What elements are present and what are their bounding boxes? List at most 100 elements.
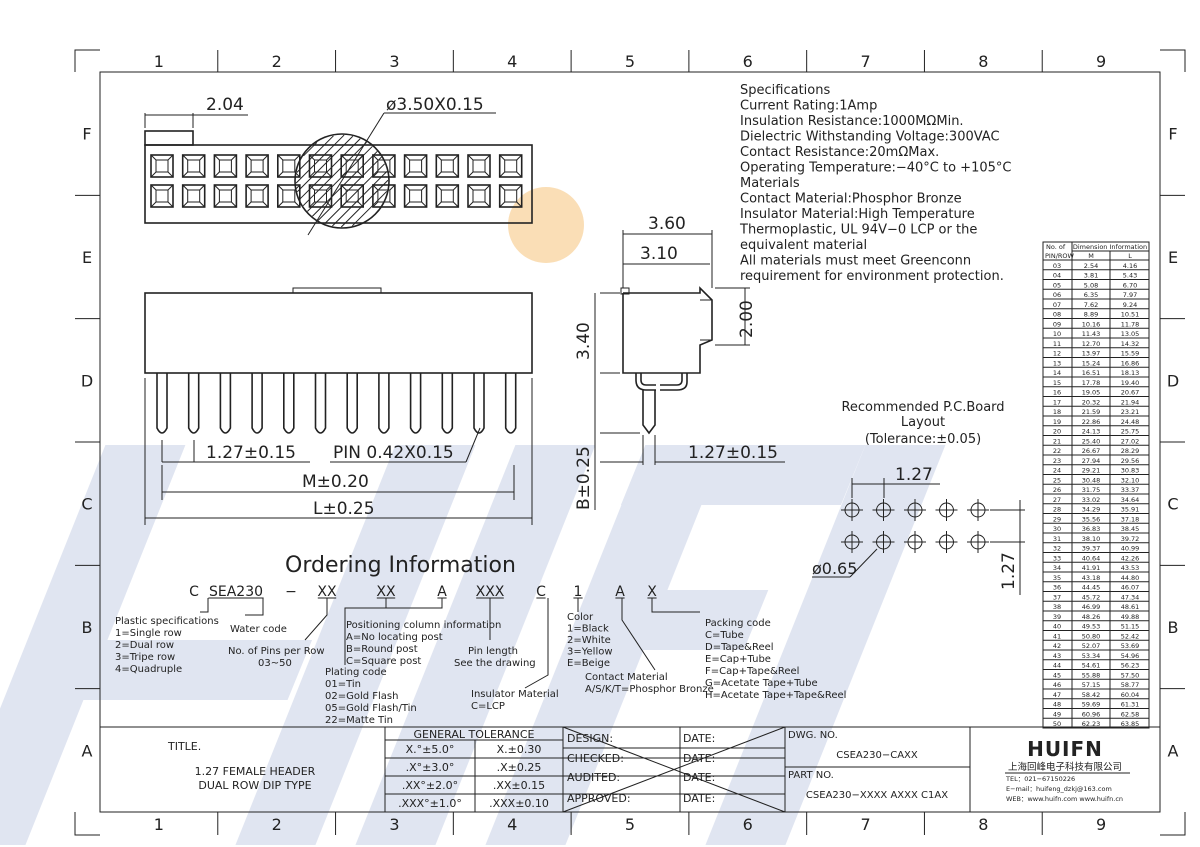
front-view: 1.27±0.15 PIN 0.42X0.15 M±0.20 L±0.25 <box>144 287 533 525</box>
table-cell-m: 46.99 <box>1082 603 1101 611</box>
table-cell-m: 10.16 <box>1082 320 1101 328</box>
contact-corner <box>389 171 396 178</box>
table-cell-pins: 22 <box>1053 447 1061 455</box>
contact-outer <box>150 184 174 208</box>
contact-corner <box>404 184 410 191</box>
dim-height-label: 3.40 <box>574 322 594 360</box>
table-cell-m: 53.34 <box>1082 652 1101 660</box>
table-cell-l: 25.75 <box>1121 428 1140 436</box>
contact-corner <box>467 184 474 191</box>
table-cell-l: 4.16 <box>1123 262 1137 270</box>
ordering-plating-3: 05=Gold Flash/Tin <box>325 703 417 714</box>
zone-col-bottom-6: 6 <box>743 815 753 834</box>
table-cell-pins: 03 <box>1053 262 1061 270</box>
table-cell-pins: 38 <box>1053 603 1061 611</box>
table-col-m: M <box>1088 252 1094 260</box>
sign-label-3: APPROVED: <box>567 792 631 805</box>
table-cell-pins: 19 <box>1053 418 1061 426</box>
contact-corner <box>404 154 410 161</box>
table-cell-pins: 25 <box>1053 476 1061 484</box>
contact-corner <box>199 184 206 191</box>
company-logo: HUIFN <box>1027 737 1103 761</box>
contact-inner <box>282 189 296 203</box>
zone-col-top-6: 6 <box>743 52 753 71</box>
dim-width-outer-label: 3.60 <box>648 214 686 234</box>
leader-hole <box>307 112 385 236</box>
table-cell-pins: 23 <box>1053 457 1061 465</box>
hatch-line <box>295 134 345 184</box>
tolerance-rows: X.°±5.0°X.±0.30.X°±3.0°.X±0.25.XX°±2.0°.… <box>398 743 549 810</box>
dim-row-pitch-label: 1.27±0.15 <box>688 443 778 463</box>
contact-outer <box>498 154 523 178</box>
table-header-pins: No. of <box>1046 243 1066 251</box>
contact-corner <box>372 154 379 161</box>
contact-outer <box>340 184 365 208</box>
hatch-line <box>340 179 389 228</box>
part-no-label: PART NO. <box>788 770 834 781</box>
contact-corner <box>262 184 269 191</box>
contact-corner <box>326 154 332 161</box>
tolerance-angle: .XXX°±1.0° <box>398 797 462 810</box>
dim-pitch-label: 2.04 <box>206 95 244 115</box>
contact-corner <box>199 154 206 161</box>
date-label-0: DATE: <box>683 732 715 745</box>
contact-corner <box>372 184 379 191</box>
side-pin-back <box>660 373 688 391</box>
table-cell-l: 30.83 <box>1121 467 1140 475</box>
pin <box>378 373 390 434</box>
table-cell-m: 33.02 <box>1082 496 1101 504</box>
ordering-plastic-0: Plastic specifications <box>115 616 219 627</box>
contact-corner <box>309 171 315 178</box>
ordering-packing-2: D=Tape&Reel <box>705 642 774 653</box>
table-cell-m: 15.24 <box>1082 359 1101 367</box>
hatch-lines <box>295 134 389 228</box>
table-cell-pins: 17 <box>1053 398 1061 406</box>
ordering-plating-4: 22=Matte Tin <box>325 715 393 726</box>
contact-outer <box>181 154 206 178</box>
ordering-color-0: Color <box>567 612 594 623</box>
hatch-line <box>296 135 334 173</box>
zone-row-right-F: F <box>1168 125 1177 144</box>
code-part-3: XX <box>317 584 337 600</box>
contact-corner <box>499 201 506 208</box>
sign-label-0: DESIGN: <box>567 732 613 745</box>
title-line-1: 1.27 FEMALE HEADER <box>195 765 316 778</box>
contact-corner <box>389 184 396 191</box>
pin <box>156 373 168 434</box>
table-cell-pins: 10 <box>1053 330 1061 338</box>
code-part-1: SEA230 <box>209 584 263 600</box>
zone-col-bottom-9: 9 <box>1096 815 1106 834</box>
ordering-plastic-1: 1=Single row <box>115 628 182 639</box>
table-cell-pins: 09 <box>1053 320 1061 328</box>
table-col-l: L <box>1128 252 1132 260</box>
table-cell-m: 59.69 <box>1082 701 1101 709</box>
contact-corner <box>277 184 284 191</box>
table-cell-m: 16.51 <box>1082 369 1101 377</box>
ordering-insulator-0: Insulator Material <box>471 689 559 700</box>
hatch-line <box>307 146 373 212</box>
contact-corner <box>516 154 523 161</box>
title-label: TITLE. <box>167 740 201 753</box>
zone-row-left-D: D <box>81 371 93 390</box>
contact-corner <box>231 171 237 178</box>
contact-corner <box>484 154 491 161</box>
zone-row-right-C: C <box>1167 495 1178 514</box>
table-cell-pins: 34 <box>1053 564 1061 572</box>
code-part-9: A <box>615 584 625 600</box>
table-cell-l: 11.78 <box>1121 320 1140 328</box>
zone-row-left-E: E <box>82 248 92 267</box>
contact-inner <box>440 159 454 173</box>
zone-row-left-C: C <box>81 495 92 514</box>
tolerance-angle: .X°±3.0° <box>406 761 455 774</box>
contact-corner <box>326 184 332 191</box>
contact-inner <box>187 159 201 173</box>
contact-inner <box>504 159 518 173</box>
contact-inner <box>155 159 169 173</box>
hatch-line <box>303 142 318 157</box>
contact-corner <box>245 184 252 191</box>
contact-inner <box>250 159 264 173</box>
table-cell-m: 24.13 <box>1082 428 1101 436</box>
